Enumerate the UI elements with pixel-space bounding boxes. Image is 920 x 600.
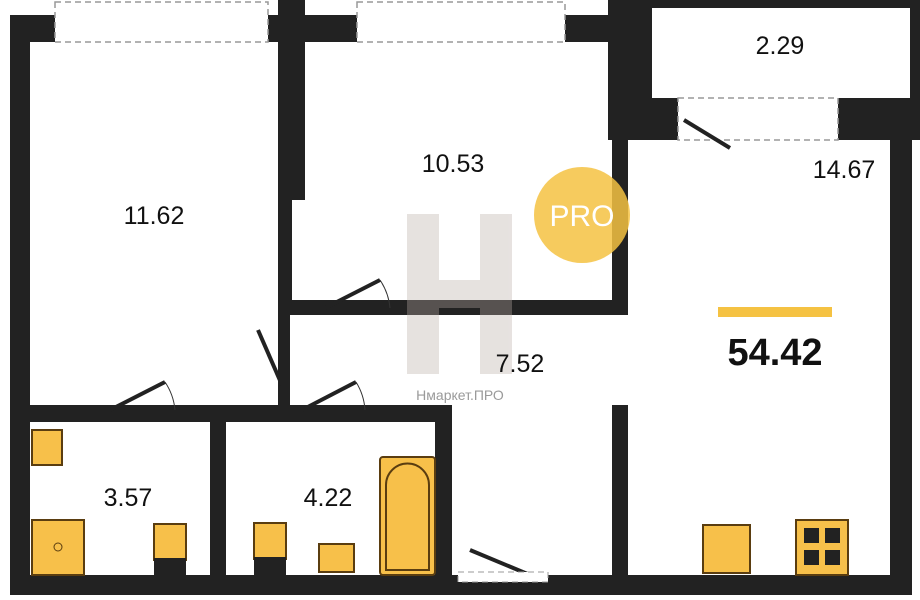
watermark-caption: Нмаркет.ПРО [416, 387, 504, 403]
pro-badge-icon [534, 167, 630, 263]
balcony [652, 8, 910, 98]
sink-icon [318, 543, 355, 573]
watermark [407, 214, 512, 374]
window [54, 1, 269, 43]
room-area-hallway: 7.52 [496, 350, 545, 378]
fixtures [31, 429, 849, 576]
stove-icon [795, 519, 849, 576]
toilet-icon [253, 522, 287, 560]
room-area-bathroom: 4.22 [304, 484, 353, 512]
doors [109, 118, 732, 583]
shower-icon [31, 519, 85, 576]
room-area-bedroom-2: 10.53 [422, 150, 485, 178]
balcony-door [677, 97, 839, 141]
bathtub-icon [379, 456, 436, 576]
pro-badge: PRO [549, 200, 614, 233]
total-area: 54.42 [727, 332, 822, 374]
room-area-toilet: 3.57 [104, 484, 153, 512]
sink-icon [31, 429, 63, 466]
toilet-icon [153, 523, 187, 561]
window [356, 1, 566, 43]
total-area-accent [718, 307, 832, 317]
room-area-kitchen: 14.67 [813, 156, 876, 184]
kitchen-sink-icon [702, 524, 751, 574]
room-area-bedroom: 11.62 [124, 202, 185, 230]
room-area-balcony: 2.29 [756, 32, 805, 60]
